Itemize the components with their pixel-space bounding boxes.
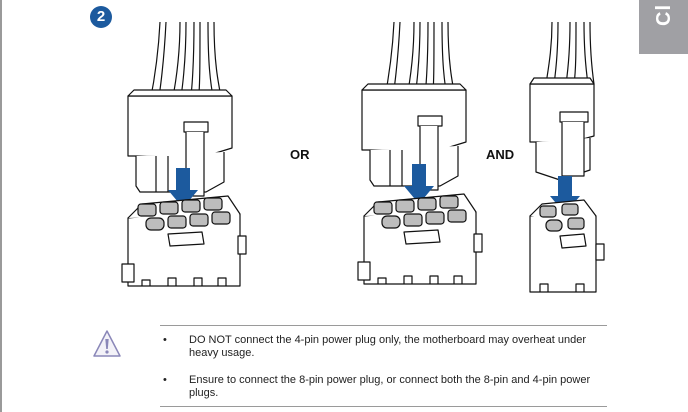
notes-bottom-rule <box>160 406 607 407</box>
bullet: • <box>163 374 167 386</box>
separator-or: OR <box>290 147 310 162</box>
step-number-badge: 2 <box>90 6 112 28</box>
chapter-side-tab: Cl <box>639 0 688 54</box>
note-text: DO NOT connect the 4-pin power plug only… <box>189 334 587 359</box>
connector-8pin-2 <box>357 21 483 285</box>
bullet: • <box>163 334 167 346</box>
warning-triangle-icon <box>93 330 121 357</box>
insert-arrow-icon <box>558 176 572 198</box>
note-text: Ensure to connect the 8-pin power plug, … <box>189 374 591 399</box>
insert-arrow-icon <box>176 168 190 192</box>
connector-4pin <box>529 21 605 293</box>
notes-top-rule <box>160 325 607 326</box>
connector-8pin-1 <box>121 21 247 287</box>
insert-arrow-icon <box>412 164 426 188</box>
page-left-border <box>0 0 2 412</box>
separator-and: AND <box>486 147 515 162</box>
